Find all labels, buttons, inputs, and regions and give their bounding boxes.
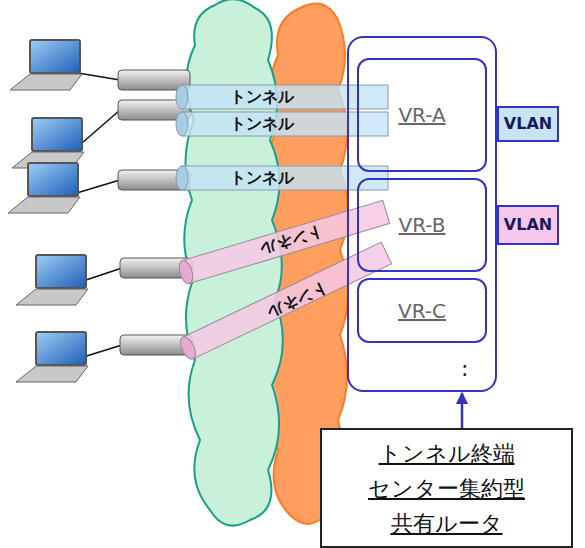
pointer-arrow (461, 393, 464, 428)
node-label: : (461, 356, 468, 382)
laptop-icon (16, 332, 88, 382)
laptop-icon (8, 163, 80, 213)
tunnel-end (176, 85, 188, 109)
laptop-base (16, 289, 88, 305)
laptop-screen (28, 163, 78, 196)
laptop-screen (30, 40, 80, 73)
node-label: VLAN (504, 114, 552, 133)
tunnel-label: トンネル (230, 116, 294, 132)
virtual-router: VR-B (357, 178, 487, 272)
tunnel-label: トンネル (266, 279, 331, 321)
tunnel-end (177, 335, 198, 362)
node-label: VR-C (398, 299, 446, 323)
vlan-box: VLAN (497, 106, 559, 142)
node-label: VLAN (504, 215, 552, 234)
virtual-router: VR-C (357, 278, 487, 343)
callout-text: トンネル終端 センター集約型 共有ルータ (347, 436, 547, 541)
tunnel-end (176, 112, 188, 136)
tunnel-label: トンネル (230, 170, 294, 186)
laptop-screen (32, 118, 82, 151)
tunnel-tube (176, 166, 388, 190)
laptop-screen (36, 332, 86, 365)
laptop-base (16, 366, 88, 382)
callout-box: トンネル終端 センター集約型 共有ルータ (320, 428, 573, 548)
router-icon (118, 70, 192, 355)
tunnel-label: トンネル (230, 89, 294, 105)
tunnel-label: トンネル (259, 223, 325, 257)
vlan-box: VLAN (497, 205, 559, 245)
laptop-base (10, 74, 82, 90)
cable (70, 72, 122, 358)
tunnel-tube (177, 242, 391, 361)
laptop-base (8, 197, 80, 213)
shared-router: VR-A VR-B VR-C: (347, 36, 497, 392)
tunnel-end (176, 166, 188, 190)
laptop-icon (16, 255, 88, 305)
laptop-icon (10, 40, 82, 90)
tunnel-end (177, 259, 195, 285)
node-label: VR-B (399, 213, 446, 237)
tunnel-tube (183, 242, 392, 359)
node-label: VR-A (398, 103, 445, 127)
laptop-screen (36, 255, 86, 288)
virtual-router: VR-A (357, 58, 487, 172)
laptop-icon (12, 118, 84, 168)
